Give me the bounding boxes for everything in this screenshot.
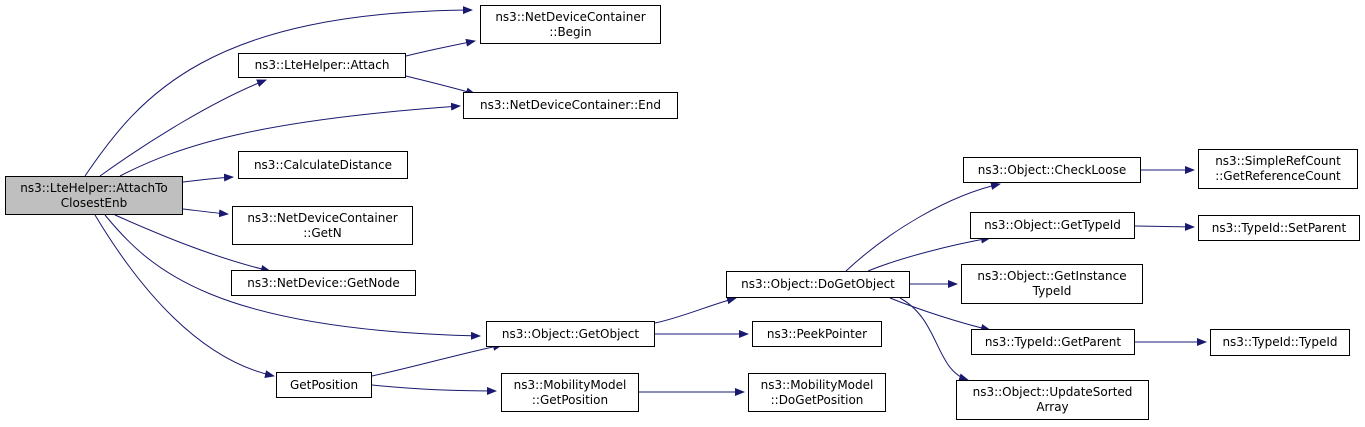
node-peekpointer[interactable]: ns3::PeekPointer	[752, 321, 882, 347]
node-label-line: ns3::TypeId::TypeId	[1222, 335, 1338, 349]
node-netdevicecontainer-end[interactable]: ns3::NetDeviceContainer::End	[463, 92, 678, 119]
node-label-line: ns3::NetDeviceContainer	[247, 210, 398, 225]
node-label-line: ns3::Object::UpdateSorted	[972, 385, 1133, 399]
node-ltehelper-attach[interactable]: ns3::LteHelper::Attach	[238, 53, 406, 78]
edge-attach_to_closest_enb-to-ndc_getn	[182, 208, 229, 218]
node-label-line: TypeId	[1032, 284, 1072, 298]
node-label-line: ns3::Object::GetTypeId	[984, 218, 1121, 232]
node-label-line: ::GetReferenceCount	[1215, 169, 1341, 183]
node-label-line: ns3::Object::CheckLoose	[977, 162, 1127, 177]
node-mobilitymodel-getposition[interactable]: ns3::MobilityModel ::GetPosition	[501, 373, 639, 412]
edge-attach_to_closest_enb-to-object_getobject	[104, 214, 481, 340]
edge-object_gettypeid-to-typeid_setparent	[1134, 222, 1195, 231]
node-label-line: ns3::LteHelper::AttachTo	[20, 180, 168, 195]
edge-attach_to_closest_enb-to-ndc_begin	[84, 6, 473, 177]
node-label-line: ::GetPosition	[531, 392, 609, 407]
node-typeid-typeid[interactable]: ns3::TypeId::TypeId	[1210, 329, 1350, 356]
node-label-line: ns3::SimpleRefCount	[1215, 154, 1341, 168]
node-object-gettypeid[interactable]: ns3::Object::GetTypeId	[970, 212, 1135, 239]
edge-attach_to_closest_enb-to-ndc_end	[119, 102, 461, 177]
node-label-line: ns3::NetDeviceContainer	[495, 9, 646, 24]
node-label-line: ns3::TypeId::GetParent	[984, 334, 1122, 349]
node-label-line: ns3::PeekPointer	[766, 326, 868, 341]
node-label-line: ns3::TypeId::SetParent	[1211, 220, 1347, 235]
node-label-line: ns3::MobilityModel	[760, 377, 874, 392]
node-calculate-distance[interactable]: ns3::CalculateDistance	[238, 151, 408, 179]
node-label-line: ::GetN	[303, 225, 342, 240]
edge-lte_attach-to-ndc_begin	[405, 38, 476, 57]
node-netdevice-getnode[interactable]: ns3::NetDevice::GetNode	[231, 270, 416, 296]
edge-object_dogetobject-to-object_gettypeid	[867, 235, 991, 272]
node-label-line: ::Begin	[549, 24, 592, 39]
edge-object_dogetobject-to-object_checkloose	[845, 182, 1001, 272]
node-netdevicecontainer-begin[interactable]: ns3::NetDeviceContainer ::Begin	[480, 5, 661, 44]
edge-get_position-to-object_getobject	[371, 342, 503, 377]
node-label-line: GetPosition	[289, 377, 359, 392]
node-label-line: ns3::Object::DoGetObject	[741, 277, 895, 291]
node-simplerefcount-getreferencecount[interactable]: ns3::SimpleRefCount ::GetReferenceCount	[1198, 149, 1358, 189]
node-label-line: Array	[1036, 400, 1069, 414]
node-label-line: ns3::NetDeviceContainer::End	[479, 98, 661, 112]
edge-object_dogetobject-to-object_updatesortedarray	[899, 297, 969, 382]
node-mobilitymodel-dogetposition[interactable]: ns3::MobilityModel ::DoGetPosition	[748, 373, 886, 412]
edge-attach_to_closest_enb-to-calculate_distance	[182, 173, 234, 183]
node-object-checkloose[interactable]: ns3::Object::CheckLoose	[963, 157, 1141, 183]
edge-attach_to_closest_enb-to-lte_attach	[99, 79, 267, 177]
node-label-line: ns3::NetDevice::GetNode	[247, 275, 400, 290]
node-object-dogetobject[interactable]: ns3::Object::DoGetObject	[726, 271, 910, 298]
node-typeid-getparent[interactable]: ns3::TypeId::GetParent	[971, 329, 1135, 355]
node-label-line: ns3::CalculateDistance	[253, 157, 393, 172]
node-object-updatesortedarray[interactable]: ns3::Object::UpdateSorted Array	[956, 380, 1149, 420]
node-netdevicecontainer-getn[interactable]: ns3::NetDeviceContainer ::GetN	[232, 206, 413, 245]
node-label-line: ns3::LteHelper::Attach	[254, 58, 390, 72]
node-object-getobject[interactable]: ns3::Object::GetObject	[486, 321, 655, 347]
node-label-line: ClosestEnb	[60, 195, 128, 210]
edge-get_position-to-mobility_getposition	[371, 384, 497, 395]
node-label-line: ns3::Object::GetInstance	[977, 269, 1127, 283]
edge-object_dogetobject-to-typeid_getparent	[889, 297, 991, 332]
node-attach-to-closest-enb: ns3::LteHelper::AttachTo ClosestEnb	[5, 176, 183, 215]
node-label-line: ns3::MobilityModel	[513, 377, 627, 392]
edge-attach_to_closest_enb-to-get_position	[94, 214, 275, 379]
node-getposition[interactable]: GetPosition	[276, 372, 372, 398]
node-label-line: ns3::Object::GetObject	[501, 326, 640, 341]
edge-attach_to_closest_enb-to-netdevice_getnode	[114, 214, 271, 273]
node-label-line: ::DoGetPosition	[770, 392, 864, 407]
node-typeid-setparent[interactable]: ns3::TypeId::SetParent	[1198, 215, 1360, 241]
edge-object_getobject-to-object_dogetobject	[654, 296, 737, 324]
node-object-getinstancetypeid[interactable]: ns3::Object::GetInstance TypeId	[961, 264, 1143, 304]
